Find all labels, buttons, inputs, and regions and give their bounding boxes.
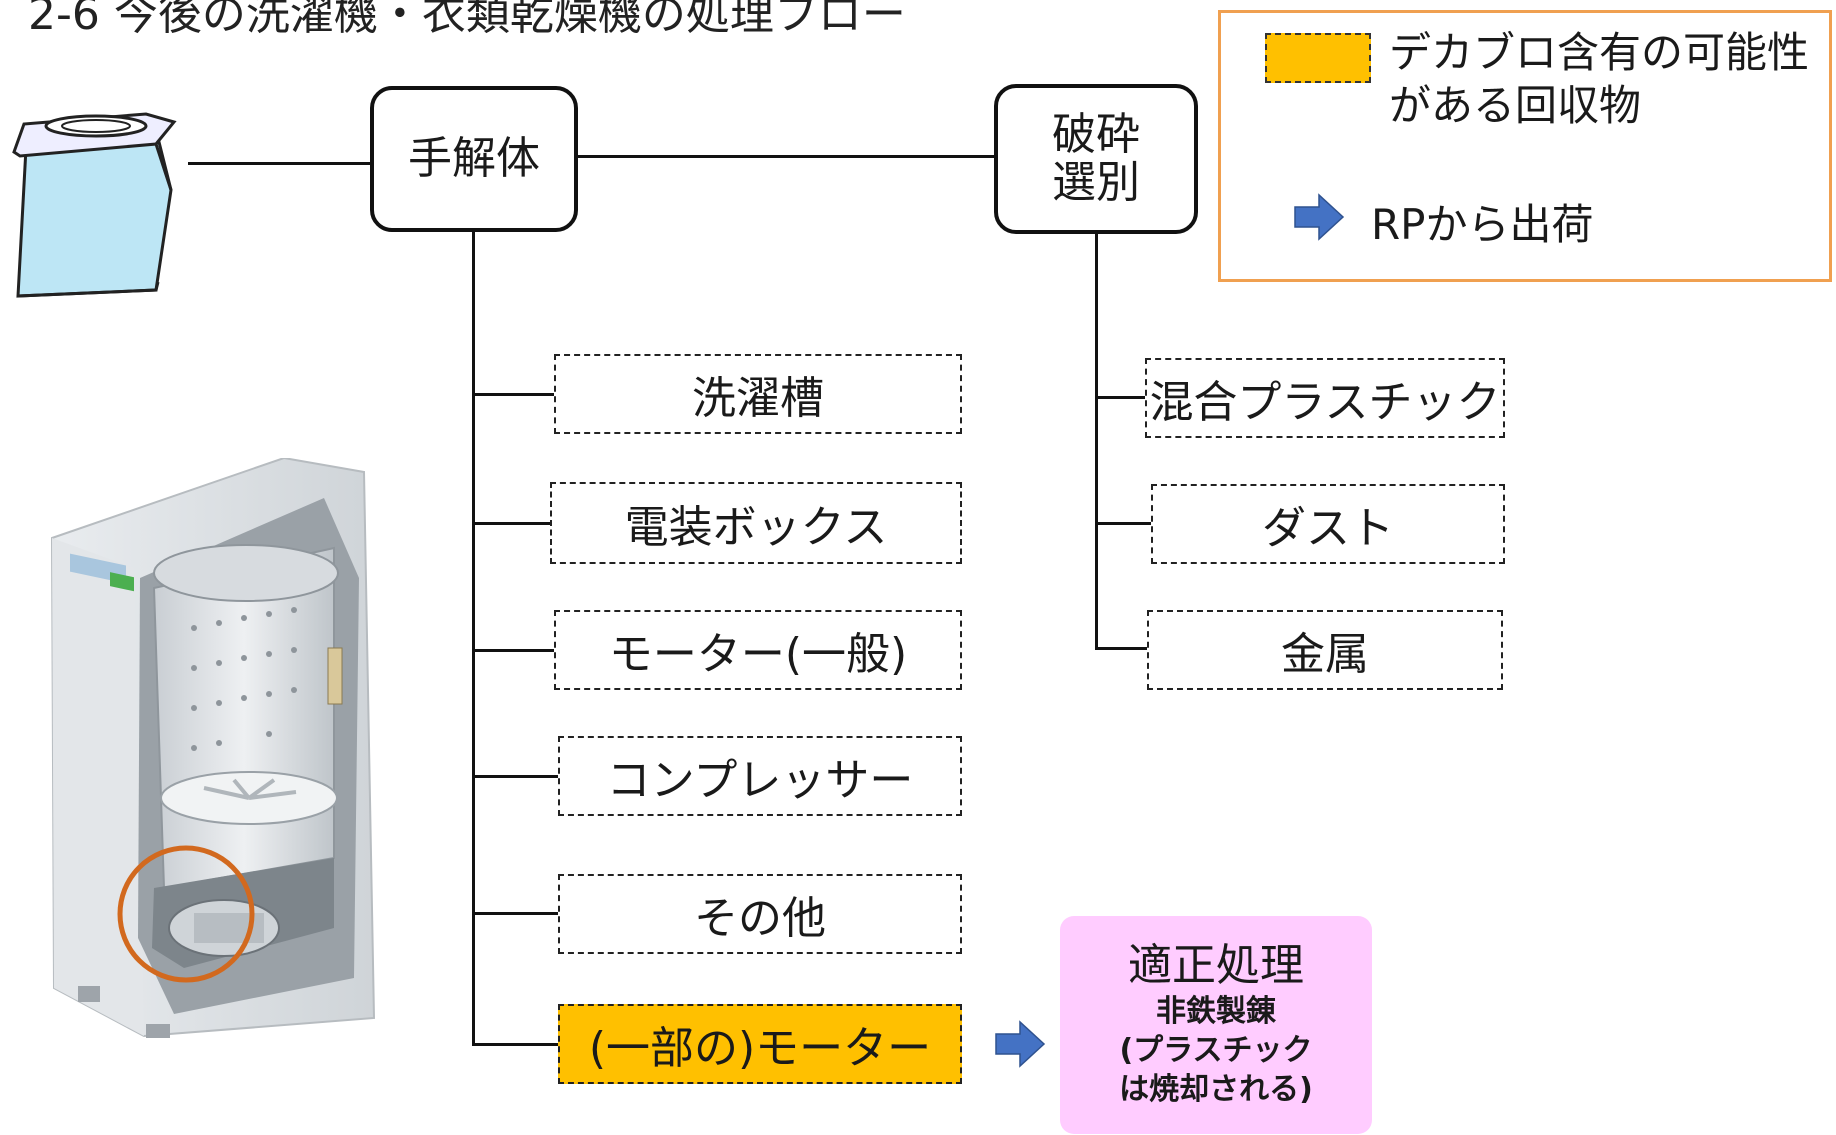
output-washing-tub: 洗濯槽 — [554, 354, 962, 434]
output-motor-general: モーター(一般) — [554, 610, 962, 690]
branch-crushing — [1097, 396, 1147, 399]
branch-manual — [474, 912, 560, 915]
output-some-motors-label: (一部の)モーター — [588, 1023, 932, 1074]
output-washing-tub-label: 洗濯槽 — [692, 373, 824, 424]
result-proper-treatment: 適正処理 非鉄製錬 (プラスチック は焼却される) — [1060, 916, 1372, 1134]
right-arrow-icon — [995, 1020, 1046, 1068]
washing-machine-icon — [12, 110, 177, 300]
output-mixed-plastic-label: 混合プラスチック — [1149, 377, 1501, 428]
branch-manual — [474, 1043, 560, 1046]
output-metal: 金属 — [1147, 610, 1503, 690]
trunk-manual — [472, 232, 475, 1046]
legend: デカブロ含有の可能性 がある回収物 RPから出荷 — [1218, 10, 1832, 282]
branch-manual — [474, 393, 556, 396]
output-dust-label: ダスト — [1262, 503, 1394, 554]
node-manual-dismantle: 手解体 — [370, 86, 578, 232]
output-electrical-box: 電装ボックス — [550, 482, 962, 564]
legend-decabro-label: デカブロ含有の可能性 がある回収物 — [1389, 28, 1810, 130]
output-other: その他 — [558, 874, 962, 954]
legend-decabro-swatch — [1265, 33, 1371, 83]
output-compressor-label: コンプレッサー — [606, 755, 914, 806]
connector-dismantle-to-crushing — [578, 155, 996, 158]
branch-crushing — [1097, 647, 1149, 650]
output-other-label: その他 — [694, 893, 826, 944]
connector-washer-to-dismantle — [188, 162, 370, 165]
washing-machine-cutaway-illustration — [50, 458, 376, 1038]
right-arrow-icon — [1294, 193, 1345, 241]
output-some-motors: (一部の)モーター — [558, 1004, 962, 1084]
legend-shipping-label: RPから出荷 — [1371, 200, 1594, 249]
output-dust: ダスト — [1151, 484, 1505, 564]
node-crushing-sorting-label: 破砕 選別 — [1052, 108, 1140, 208]
output-metal-label: 金属 — [1281, 629, 1369, 680]
output-mixed-plastic: 混合プラスチック — [1145, 358, 1505, 438]
page-title: 2-6 今後の洗濯機・衣類乾燥機の処理フロー — [28, 0, 906, 40]
node-manual-dismantle-label: 手解体 — [408, 132, 540, 184]
node-crushing-sorting: 破砕 選別 — [994, 84, 1198, 234]
branch-manual — [474, 775, 560, 778]
trunk-crushing — [1095, 234, 1098, 650]
output-motor-general-label: モーター(一般) — [608, 629, 908, 680]
result-title: 適正処理 — [1128, 940, 1304, 992]
output-electrical-box-label: 電装ボックス — [624, 502, 888, 553]
branch-manual — [474, 649, 556, 652]
output-compressor: コンプレッサー — [558, 736, 962, 816]
result-subtext: 非鉄製錬 (プラスチック は焼却される) — [1119, 993, 1313, 1107]
branch-crushing — [1097, 522, 1153, 525]
branch-manual — [474, 522, 552, 525]
